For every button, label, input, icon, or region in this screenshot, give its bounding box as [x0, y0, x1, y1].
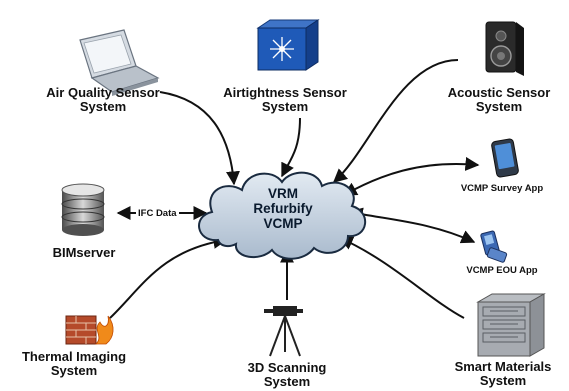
- node-scanning-line-1: 3D Scanning: [247, 360, 327, 375]
- network-switch-icon: [256, 19, 320, 71]
- node-air-quality-line-2: System: [79, 98, 127, 114]
- firewall-icon: [65, 315, 114, 345]
- node-thermal-line-2: System: [50, 362, 98, 378]
- node-airtightness-line-1: Airtightness Sensor: [223, 85, 347, 100]
- node-smart-materials-line-1: Smart Materials: [454, 359, 552, 374]
- node-survey-app-label: VCMP Survey App: [440, 184, 564, 194]
- node-air-quality-line-1: Air Quality Sensor: [46, 85, 160, 100]
- vrm-cloud: [198, 171, 367, 260]
- laptop-icon: [79, 29, 160, 96]
- cloud-line-3: VCMP: [263, 216, 303, 232]
- edge-air-quality: [159, 91, 240, 186]
- edge-airtightness: [281, 117, 301, 178]
- edge-thermal: [109, 234, 228, 319]
- flip-phone-icon: [480, 230, 508, 263]
- database-icon: [61, 183, 105, 236]
- edge-label-ifc-data: IFC Data: [136, 208, 179, 219]
- vrm-cloud-label: VRM Refurbify VCMP: [238, 186, 328, 231]
- node-thermal-line-1: Thermal Imaging: [21, 349, 127, 364]
- smartphone-icon: [491, 138, 519, 178]
- node-scanning-label: 3D Scanning System: [232, 361, 342, 388]
- node-smart-materials-line-2: System: [479, 372, 527, 388]
- node-eou-app-line-1: VCMP EOU App: [466, 265, 538, 276]
- edge-smart-materials: [338, 236, 465, 319]
- server-rack-icon: [476, 293, 546, 357]
- node-acoustic-line-2: System: [475, 98, 523, 114]
- edge-survey-app: [342, 156, 480, 196]
- node-survey-app-line-1: VCMP Survey App: [460, 183, 544, 194]
- node-airtightness-label: Airtightness Sensor System: [210, 86, 360, 113]
- node-scanning-line-2: System: [263, 373, 311, 389]
- node-bimserver-label: BIMserver: [38, 246, 130, 260]
- node-acoustic-label: Acoustic Sensor System: [432, 86, 566, 113]
- edge-eou-app: [348, 207, 476, 244]
- node-air-quality-label: Air Quality Sensor System: [18, 86, 188, 113]
- node-smart-materials-label: Smart Materials System: [440, 360, 566, 387]
- speaker-icon: [485, 21, 524, 76]
- cloud-line-1: VRM: [268, 186, 298, 201]
- cloud-line-2: Refurbify: [253, 201, 313, 217]
- node-eou-app-label: VCMP EOU App: [446, 266, 558, 276]
- node-bimserver-line-1: BIMserver: [52, 245, 116, 260]
- node-thermal-label: Thermal Imaging System: [4, 350, 144, 377]
- node-airtightness-line-2: System: [261, 98, 309, 114]
- node-acoustic-line-1: Acoustic Sensor: [447, 85, 551, 100]
- tripod-scanner-icon: [264, 306, 303, 357]
